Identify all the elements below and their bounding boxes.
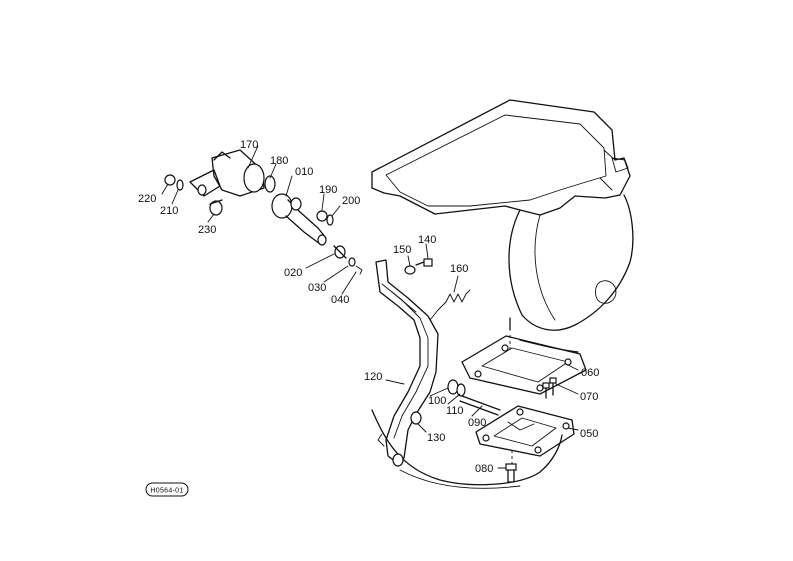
- callout-230: 230: [198, 224, 216, 236]
- cover-plate-060: [461, 335, 587, 395]
- callout-030: 030: [308, 282, 326, 294]
- callout-160: 160: [450, 263, 468, 275]
- callout-130: 130: [427, 432, 445, 444]
- callout-060: 060: [581, 367, 599, 379]
- nut-220: [164, 174, 176, 186]
- callout-190: 190: [319, 184, 337, 196]
- pedal-lever-120: [375, 259, 439, 467]
- leader-lines: [161, 145, 579, 469]
- cover-plate-050: [475, 405, 575, 465]
- washer-210: [176, 179, 184, 191]
- arm-assembly-170: [189, 149, 265, 197]
- shaft-090: [447, 379, 501, 416]
- callout-210: 210: [160, 205, 178, 217]
- callout-090: 090: [468, 417, 486, 429]
- washer-200: [326, 214, 334, 226]
- callout-140: 140: [418, 234, 436, 246]
- callout-070: 070: [580, 391, 598, 403]
- callout-170: 170: [240, 139, 258, 151]
- callout-100: 100: [428, 395, 446, 407]
- pin-020: [333, 245, 347, 259]
- callout-110: 110: [446, 405, 464, 417]
- drawing-id-text: H0564-01: [150, 488, 183, 495]
- callout-180: 180: [270, 155, 288, 167]
- callout-150: 150: [393, 244, 411, 256]
- washer-030: [348, 257, 356, 267]
- callout-200: 200: [342, 195, 360, 207]
- callout-220: 220: [138, 193, 156, 205]
- ring-180: [264, 175, 276, 193]
- link-arm-010: [271, 193, 327, 246]
- callout-010: 010: [295, 166, 313, 178]
- bolt-140: [415, 258, 433, 267]
- washer-150: [404, 265, 416, 275]
- pin-070: [542, 377, 557, 399]
- callout-020: 020: [284, 267, 302, 279]
- bolt-080: [505, 463, 517, 483]
- nut-190: [316, 210, 328, 222]
- drawing-id-badge: H0564-01: [145, 482, 189, 497]
- callout-040: 040: [331, 294, 349, 306]
- cotter-pin-040: [355, 265, 363, 275]
- callout-120: 120: [364, 371, 382, 383]
- callout-080: 080: [475, 463, 493, 475]
- spring-160: [429, 289, 471, 321]
- bushing-230: [209, 199, 223, 216]
- callout-050: 050: [580, 428, 598, 440]
